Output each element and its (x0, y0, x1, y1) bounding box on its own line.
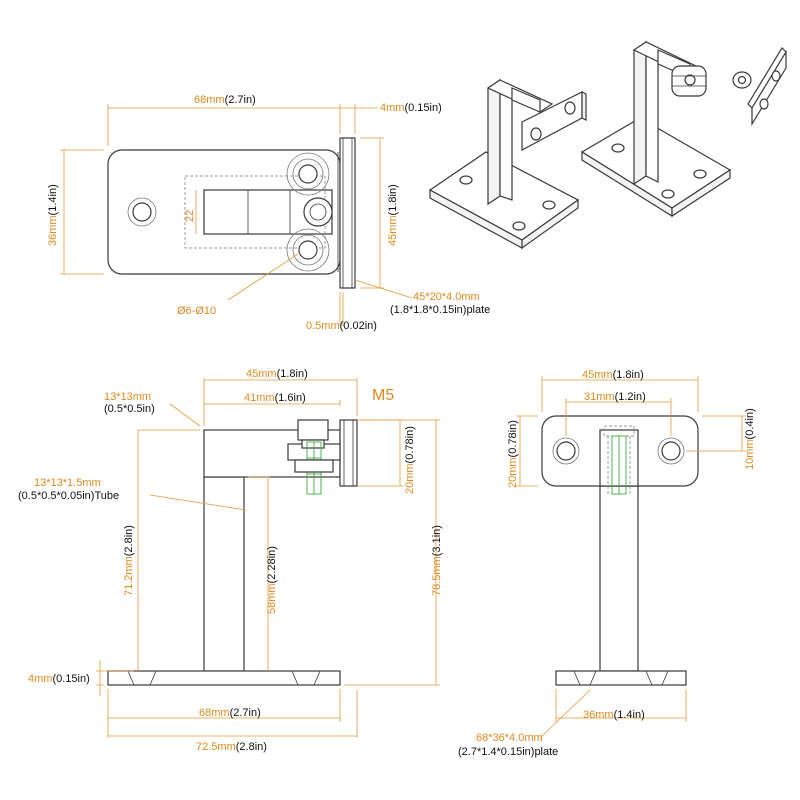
side-tube-inch: (0.5*0.5*0.05in)Tube (18, 490, 119, 502)
hole-left (132, 202, 152, 222)
hole-top (298, 164, 318, 184)
front-top-w-label: 45mm(1.8in) (582, 369, 644, 381)
side-view (96, 378, 440, 738)
side-h2-label: 58mm(2.28in) (266, 546, 278, 614)
side-base-plate (107, 670, 341, 686)
side-h1-label: 71.2mm(2.8in) (123, 525, 135, 596)
top-plate-h-label: 45mm(1.8in) (387, 184, 399, 246)
front-view (516, 376, 746, 739)
side-tube-value: 13*13*1.5mm (34, 477, 101, 489)
top-height-label: 36mm(1.4in) (47, 184, 59, 246)
side-post (203, 476, 245, 672)
front-hole-off-label: 10mm(0.4in) (744, 408, 756, 470)
bolt-head (303, 197, 333, 227)
front-hole-sp-label: 31mm(1.2in) (584, 391, 646, 403)
front-post (599, 485, 639, 672)
top-plate-spec-value: 45*20*4.0mm (413, 291, 480, 303)
top-view (60, 104, 413, 326)
front-base-spec-inch: (2.7*1.4*0.15in)plate (458, 746, 558, 758)
side-cap-value: 13*13mm (104, 391, 151, 403)
side-base-thk-label: 4mm(0.15in) (28, 673, 90, 685)
side-mount-plate (339, 419, 358, 487)
m5-label: M5 (372, 387, 394, 404)
hole-bottom (298, 240, 318, 260)
front-hole-right (661, 441, 681, 461)
side-cap-inch: (0.5*0.5in) (104, 403, 155, 415)
side-base-w-label: 68mm(2.7in) (199, 707, 261, 719)
front-base-spec-value: 68*36*4.0mm (476, 732, 543, 744)
top-hole-label: Ø6-Ø10 (177, 305, 216, 317)
mount-plate-edge (339, 137, 356, 289)
front-base-plate (555, 670, 687, 686)
front-plate-h-label: 20mm(0.78in) (507, 420, 519, 488)
top-plate-spec-inch: (1.8*1.8*0.15in)plate (390, 304, 490, 316)
side-h3-label: 78.5mm(3.1in) (431, 525, 443, 596)
side-arm-label: 41mm(1.6in) (244, 392, 306, 404)
top-slot-label: 22 (184, 210, 196, 222)
side-total-w-label: 72.5mm(2.8in) (196, 741, 267, 753)
front-base-w-label: 36mm(1.4in) (583, 709, 645, 721)
top-gap-label: 0.5mm(0.02in) (306, 320, 377, 332)
side-plate-h-label: 20mm(0.78in) (404, 426, 416, 494)
front-hole-left (556, 441, 576, 461)
top-plate-thk-label: 4mm(0.15in) (380, 102, 442, 114)
top-width-label: 68mm(2.7in) (194, 94, 256, 106)
isometric-views (428, 40, 787, 250)
side-top-w-label: 45mm(1.8in) (246, 368, 308, 380)
